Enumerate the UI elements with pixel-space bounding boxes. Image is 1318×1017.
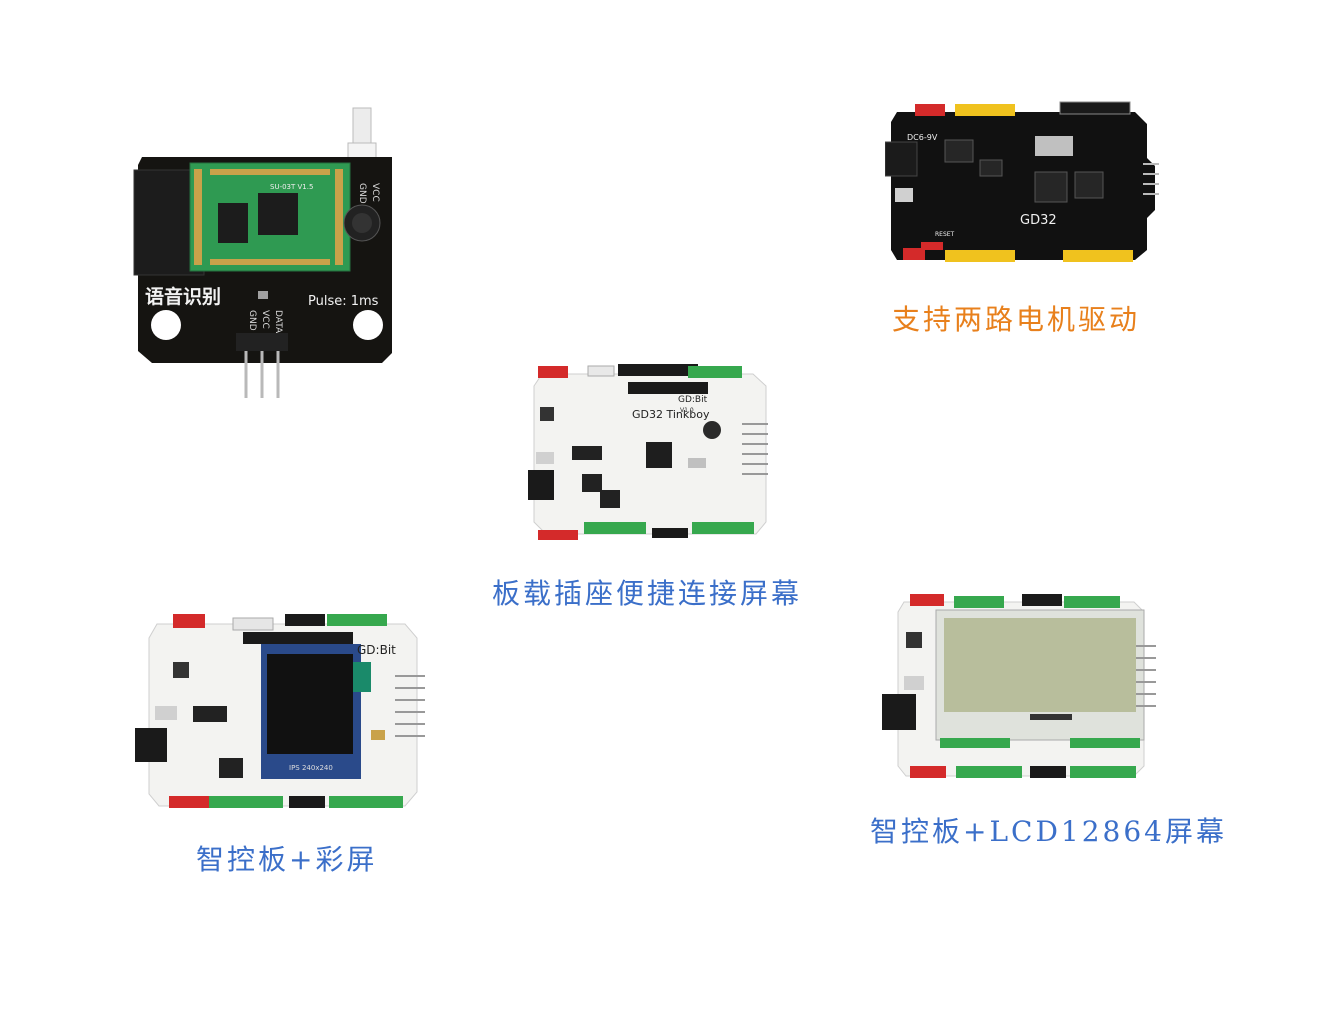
reset-label: RESET: [935, 231, 955, 238]
motor-board-caption: 支持两路电机驱动: [892, 303, 1141, 336]
chip-label: SU-03T V1.5: [270, 183, 313, 191]
pin-data-label: DATA: [273, 310, 283, 334]
pin-vcc-label: VCC: [260, 310, 270, 329]
mic-pin-gnd: GND: [357, 183, 367, 204]
pin-gnd-label: GND: [247, 310, 257, 331]
color-screen-board-photo: IPS 240x240 GD:Bit: [135, 610, 435, 815]
pulse-label: Pulse: 1ms: [308, 294, 379, 309]
socket-board-caption: 板载插座便捷连接屏幕: [492, 577, 803, 610]
color-board-model: GD:Bit: [357, 643, 396, 657]
mic-pin-vcc: VCC: [370, 183, 380, 202]
board-version-label: V1.0: [680, 407, 694, 414]
board-model-label: GD:Bit: [678, 395, 708, 405]
lcd-board-caption: 智控板+LCD12864屏幕: [870, 815, 1228, 848]
lcd-board-photo: [880, 590, 1160, 780]
color-screen-caption: 智控板+彩屏: [196, 843, 378, 876]
voice-module-photo: SU-03T V1.5 GND VCC 语音识别 Pulse: 1ms GND …: [130, 105, 410, 400]
socket-board-photo: GD32 Tinkboy GD:Bit V1.0: [526, 362, 773, 542]
motor-board-photo: GD32 DC6-9V RESET: [884, 100, 1160, 265]
screen-label: IPS 240x240: [289, 764, 333, 772]
module-name-label: 语音识别: [145, 285, 221, 308]
motor-chip-label: GD32: [1020, 213, 1057, 228]
board-brand-label: GD32 Tinkboy: [632, 408, 710, 421]
power-label: DC6-9V: [907, 133, 938, 142]
